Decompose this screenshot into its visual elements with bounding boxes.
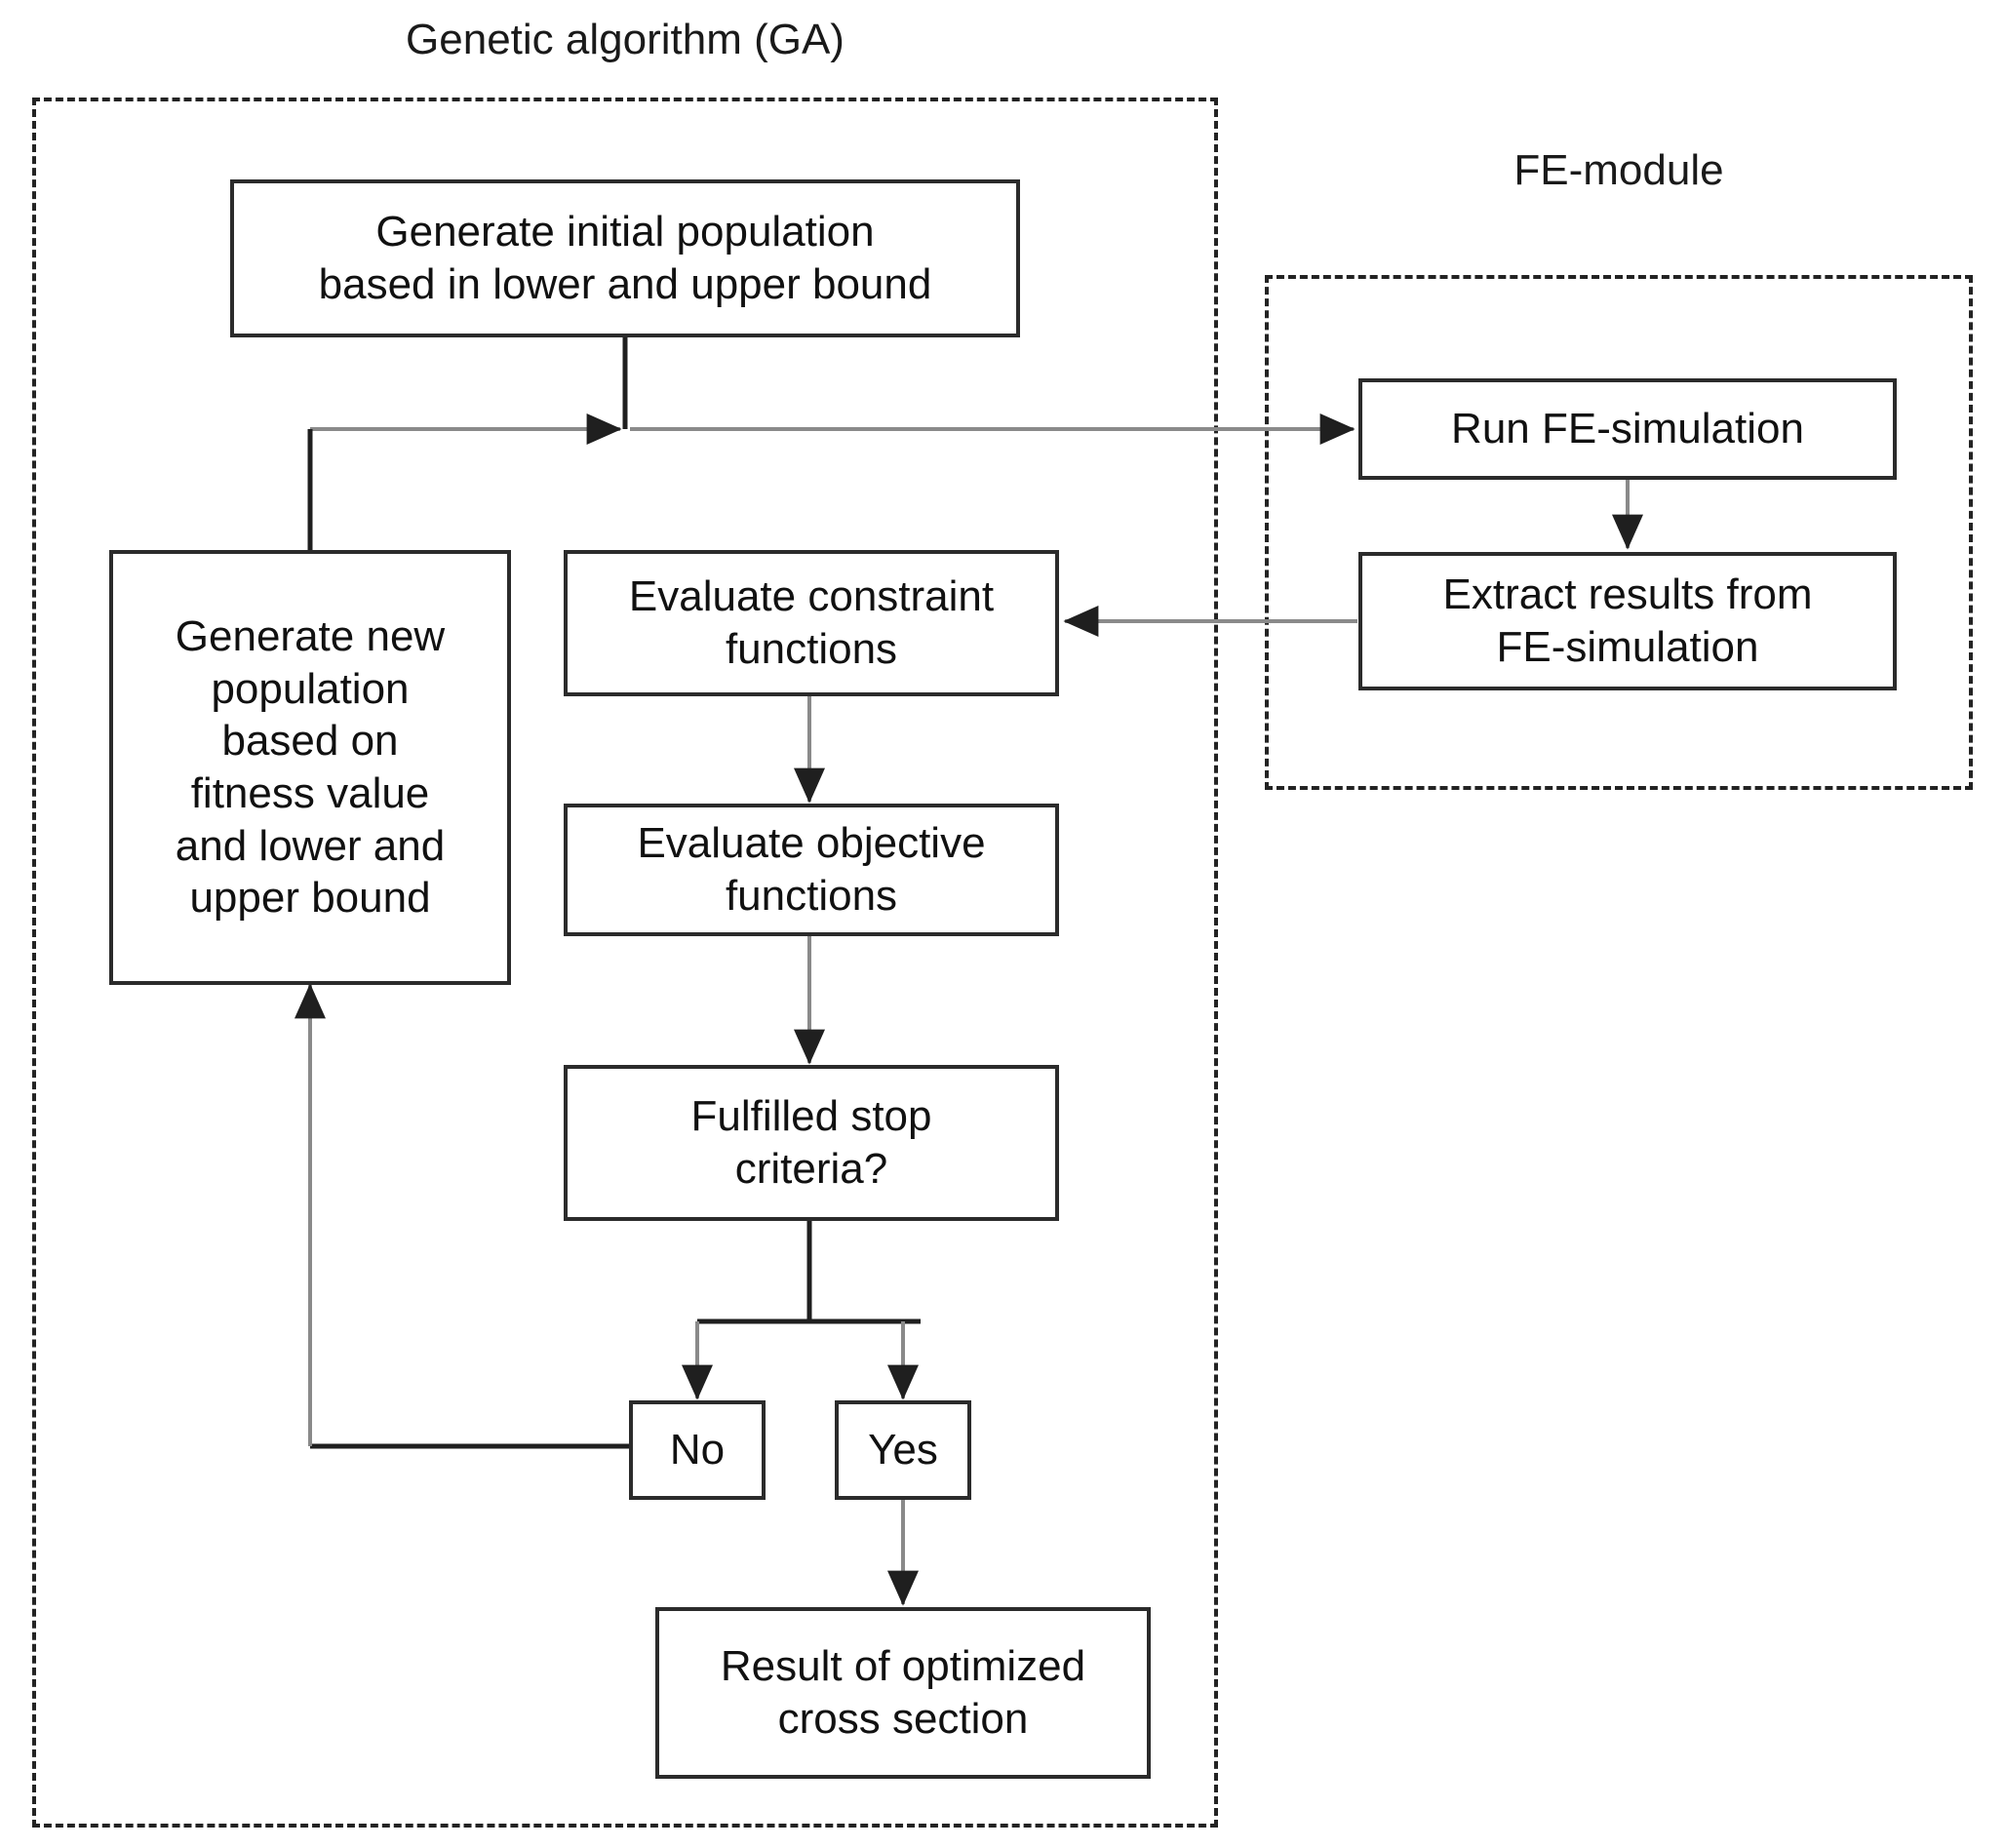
node-generate-new-population[interactable]: Generate new population based on fitness… xyxy=(109,550,511,985)
node-run-fe-simulation-label: Run FE-simulation xyxy=(1451,405,1804,453)
node-generate-new-population-label: Generate new population based on fitness… xyxy=(175,611,446,923)
node-result-optimized-cross-section-label: Result of optimized cross section xyxy=(720,1642,1086,1743)
node-decision-yes-label: Yes xyxy=(868,1426,938,1474)
group-label-fe-module: FE-module xyxy=(1513,146,1724,194)
group-boundary-fe-module xyxy=(1265,275,1973,790)
node-decision-no-label: No xyxy=(669,1426,726,1474)
node-extract-results-fe-simulation[interactable]: Extract results from FE-simulation xyxy=(1358,552,1897,690)
node-evaluate-objective-functions[interactable]: Evaluate objective functions xyxy=(564,804,1059,936)
node-decision-no[interactable]: No xyxy=(629,1400,766,1500)
node-decision-yes[interactable]: Yes xyxy=(835,1400,971,1500)
node-extract-results-fe-simulation-label: Extract results from FE-simulation xyxy=(1442,570,1813,671)
node-evaluate-constraint-functions-label: Evaluate constraint functions xyxy=(628,572,995,673)
node-fulfilled-stop-criteria[interactable]: Fulfilled stop criteria? xyxy=(564,1065,1059,1221)
node-evaluate-constraint-functions[interactable]: Evaluate constraint functions xyxy=(564,550,1059,696)
group-label-genetic-algorithm: Genetic algorithm (GA) xyxy=(406,16,845,63)
node-evaluate-objective-functions-label: Evaluate objective functions xyxy=(637,819,986,920)
node-generate-initial-population-label: Generate initial population based in low… xyxy=(318,208,932,308)
node-fulfilled-stop-criteria-label: Fulfilled stop criteria? xyxy=(690,1092,932,1193)
node-generate-initial-population[interactable]: Generate initial population based in low… xyxy=(230,179,1020,337)
node-result-optimized-cross-section[interactable]: Result of optimized cross section xyxy=(655,1607,1151,1779)
group-boundary-genetic-algorithm xyxy=(32,98,1218,1828)
node-run-fe-simulation[interactable]: Run FE-simulation xyxy=(1358,378,1897,480)
